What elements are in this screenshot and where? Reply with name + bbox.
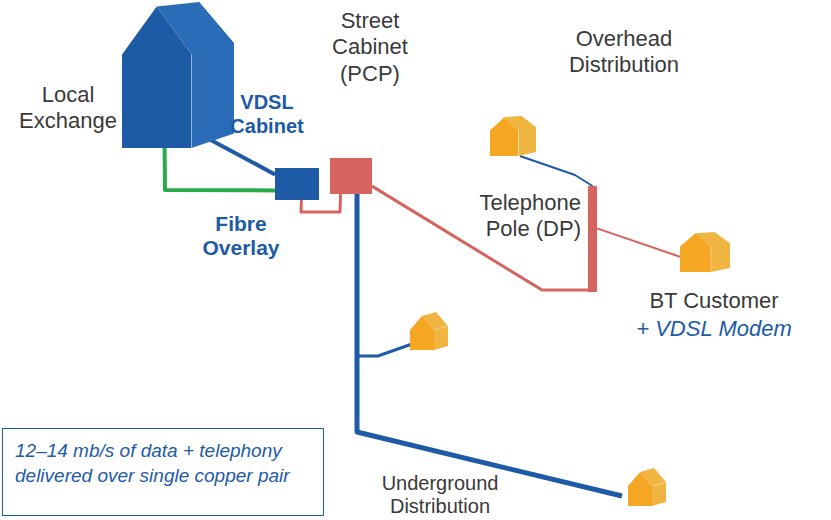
house-outline <box>680 232 730 272</box>
cable-line <box>597 228 680 256</box>
node-label: Telephone Pole (DP) <box>461 190 581 243</box>
house-outline <box>490 116 536 156</box>
exchange-building: Local Exchange <box>122 2 234 148</box>
node-label: Local Exchange <box>18 82 118 135</box>
telephone-pole: Telephone Pole (DP) <box>588 186 597 292</box>
cable-line <box>209 139 275 174</box>
node-label: Street Cabinet (PCP) <box>324 8 416 87</box>
fibre-label: Fibre Overlay <box>193 212 289 260</box>
node-label: VDSL Cabinet <box>223 90 311 138</box>
cable-line <box>372 186 588 290</box>
node-label: + VDSL Modem <box>634 316 794 342</box>
overhead-house: Overhead Distribution <box>490 116 536 156</box>
underground-branch <box>357 344 412 356</box>
underground-label: Underground Distribution <box>372 472 508 518</box>
customer-house <box>410 312 448 350</box>
note-text: 12–14 mb/s of data + telephony delivered… <box>15 439 311 488</box>
house-outline <box>122 2 234 148</box>
node-label: BT Customer <box>634 288 794 314</box>
note-box: 12–14 mb/s of data + telephony delivered… <box>2 428 324 516</box>
customer-house: BT Customer+ VDSL Modem <box>680 232 730 272</box>
customer-house <box>628 468 666 506</box>
cable-line <box>520 156 593 186</box>
street-cabinet: Street Cabinet (PCP) <box>330 158 372 194</box>
node-label: Overhead Distribution <box>562 26 686 79</box>
cable-line <box>165 148 275 190</box>
vdsl-cabinet: VDSL Cabinet <box>275 168 319 200</box>
